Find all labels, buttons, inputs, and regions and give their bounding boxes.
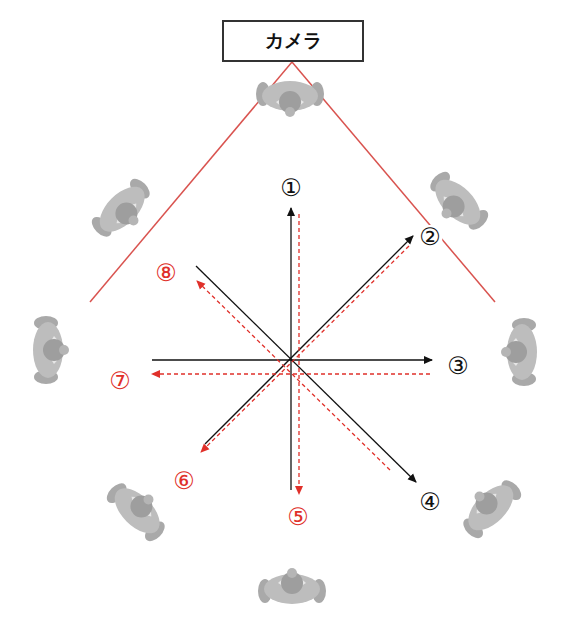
person-figure <box>103 472 177 546</box>
person-figure <box>452 469 526 543</box>
direction-arrow <box>205 236 413 444</box>
person-figure <box>33 316 69 384</box>
callout-number: ⑤ <box>286 505 310 529</box>
camera-box: カメラ <box>222 20 364 62</box>
camera-label: カメラ <box>265 28 322 54</box>
person-figure <box>501 318 537 386</box>
direction-arrow <box>196 266 416 482</box>
person-figure <box>258 568 326 604</box>
direction-arrow <box>290 208 291 490</box>
return-arrow <box>201 246 409 452</box>
callout-number: ③ <box>446 354 470 378</box>
return-arrow <box>152 373 430 374</box>
return-arrow <box>197 281 390 470</box>
callout-number: ④ <box>418 490 442 514</box>
callout-number: ⑦ <box>108 369 132 393</box>
callout-number: ① <box>279 176 303 200</box>
callout-number: ⑧ <box>154 261 178 285</box>
callout-number: ⑥ <box>172 469 196 493</box>
person-figure <box>88 175 162 249</box>
person-figure <box>256 81 324 117</box>
callout-number: ② <box>418 225 442 249</box>
return-arrow <box>298 214 299 494</box>
